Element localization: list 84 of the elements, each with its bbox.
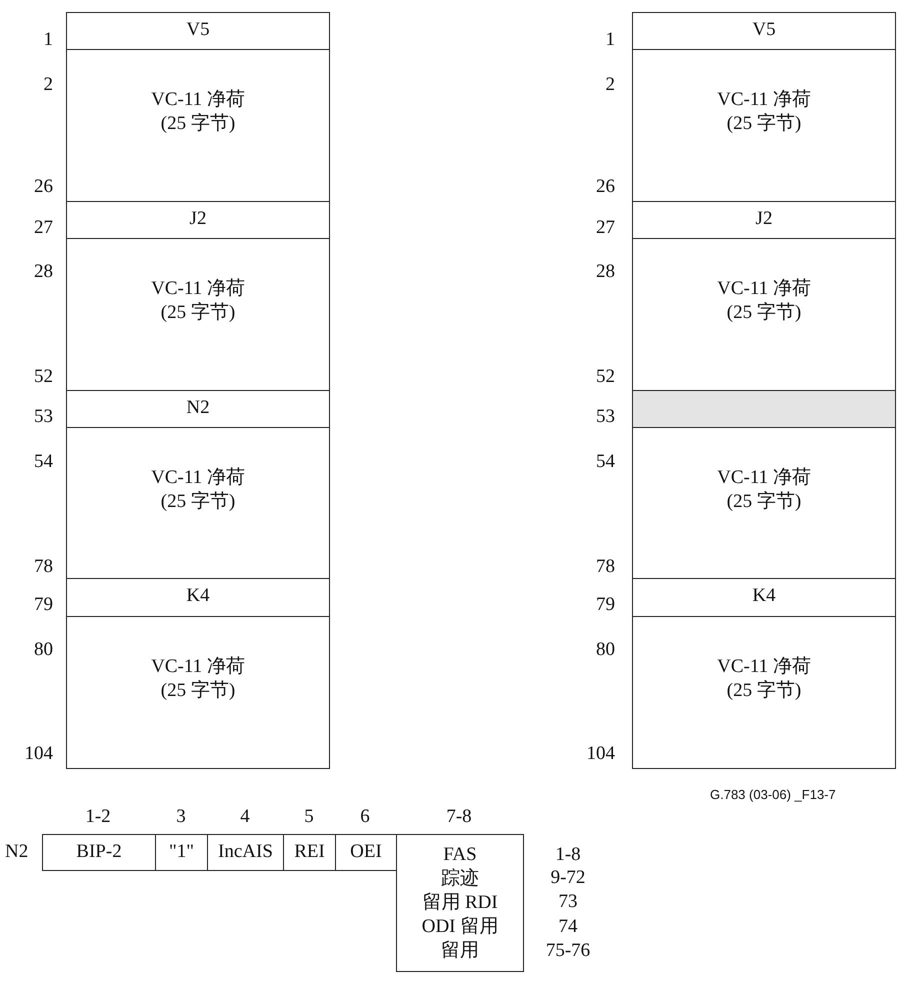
row-number: 1: [606, 29, 615, 51]
field-label: IncAIS: [217, 840, 274, 864]
row-number: 80: [34, 639, 53, 661]
field-label: K4: [751, 584, 777, 608]
field-label: V5: [751, 18, 777, 42]
row-number: 80: [596, 639, 615, 661]
byte-number: 74: [558, 916, 578, 938]
payload-label: VC-11 净荷 (25 字节): [716, 466, 812, 514]
overhead-byte-band: [632, 578, 896, 617]
bit-number: 1-2: [85, 806, 111, 828]
multiframe-field-box: [396, 834, 524, 972]
payload-band: [66, 427, 330, 579]
row-number: 53: [34, 406, 53, 428]
row-number: 78: [34, 556, 53, 578]
row-number: 52: [596, 366, 615, 388]
payload-band: [66, 49, 330, 202]
bit-number: 3: [176, 806, 186, 828]
field-label: N2: [185, 396, 211, 420]
bit-field-cell: [283, 834, 336, 871]
row-number: 53: [596, 406, 615, 428]
bit-field-cell: [207, 834, 284, 871]
overhead-byte-band: [66, 578, 330, 617]
byte-name: N2: [5, 841, 28, 863]
field-label: BIP-2: [75, 840, 123, 864]
figure-id: G.783 (03-06) _F13-7: [710, 786, 836, 804]
row-number: 1: [44, 29, 53, 51]
row-number: 54: [596, 451, 615, 473]
field-label: FAS: [442, 843, 478, 867]
byte-number: 1-8: [555, 844, 581, 866]
field-label: 留用 RDI: [421, 891, 499, 915]
overhead-byte-band: [66, 12, 330, 50]
field-label: V5: [185, 18, 211, 42]
row-number: 78: [596, 556, 615, 578]
payload-label: VC-11 净荷 (25 字节): [716, 277, 812, 325]
row-number: 54: [34, 451, 53, 473]
payload-band: [632, 427, 896, 579]
field-label: J2: [754, 207, 774, 231]
field-label: K4: [185, 584, 211, 608]
payload-label: VC-11 净荷 (25 字节): [716, 88, 812, 136]
row-number: 2: [44, 74, 53, 96]
row-number: 27: [34, 217, 53, 239]
row-number: 104: [586, 743, 615, 765]
row-number: 28: [34, 261, 53, 283]
field-label: OEI: [349, 840, 383, 864]
overhead-byte-band: [66, 390, 330, 428]
field-label: REI: [293, 840, 326, 864]
payload-label: VC-11 净荷 (25 字节): [150, 655, 246, 703]
field-label: J2: [188, 207, 208, 231]
row-number: 27: [596, 217, 615, 239]
row-number: 79: [596, 594, 615, 616]
payload-band: [632, 49, 896, 202]
bit-field-cell: [155, 834, 208, 871]
overhead-byte-band: [632, 201, 896, 239]
row-number: 104: [24, 743, 53, 765]
row-number: 52: [34, 366, 53, 388]
byte-number: 73: [558, 891, 578, 913]
row-number: 79: [34, 594, 53, 616]
payload-band: [632, 616, 896, 769]
payload-label: VC-11 净荷 (25 字节): [716, 655, 812, 703]
field-label: "1": [168, 840, 195, 864]
bit-field-cell: [335, 834, 397, 871]
payload-band: [66, 616, 330, 769]
overhead-byte-band: [632, 12, 896, 50]
bit-number: 5: [304, 806, 314, 828]
byte-number: 75-76: [546, 940, 590, 962]
shaded-band: [632, 390, 896, 428]
payload-label: VC-11 净荷 (25 字节): [150, 277, 246, 325]
bit-number: 7-8: [446, 806, 472, 828]
payload-label: VC-11 净荷 (25 字节): [150, 88, 246, 136]
bit-number: 4: [240, 806, 250, 828]
row-number: 26: [34, 176, 53, 198]
payload-label: VC-11 净荷 (25 字节): [150, 466, 246, 514]
overhead-byte-band: [66, 201, 330, 239]
byte-number: 9-72: [550, 867, 586, 889]
bit-field-cell: [42, 834, 156, 871]
field-label: ODI 留用: [420, 915, 500, 939]
payload-band: [66, 238, 330, 391]
field-label: 留用: [440, 939, 480, 963]
row-number: 26: [596, 176, 615, 198]
payload-band: [632, 238, 896, 391]
field-label: 踪迹: [440, 867, 480, 891]
row-number: 2: [606, 74, 615, 96]
bit-number: 6: [360, 806, 370, 828]
row-number: 28: [596, 261, 615, 283]
